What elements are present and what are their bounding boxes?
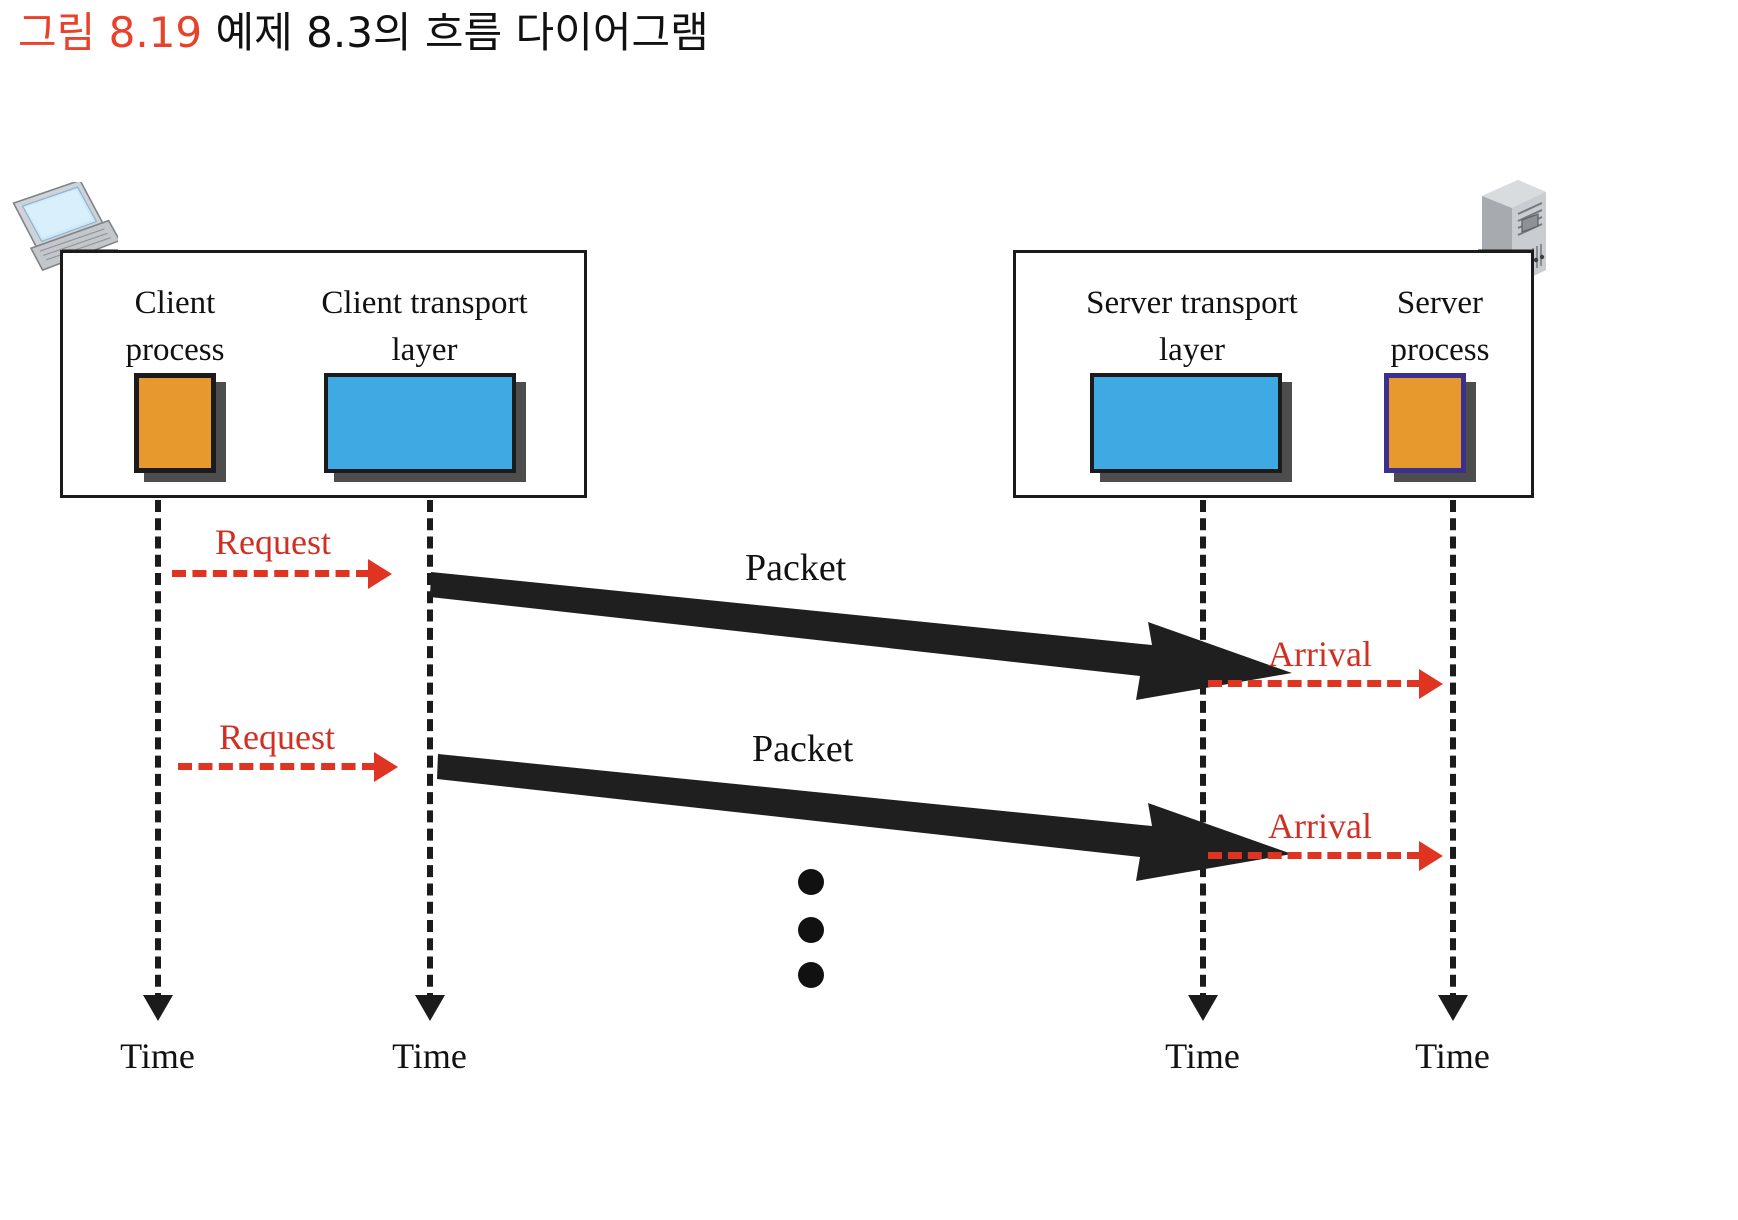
client-process-block [134, 373, 216, 473]
timeline-client-transport [427, 500, 433, 1005]
request-1-label: Request [215, 522, 331, 562]
ellipsis-dot-3 [798, 962, 824, 988]
page-title: 그림 8.19 예제 8.3의 흐름 다이어그램 [18, 8, 709, 58]
timeline-server-transport [1200, 500, 1206, 1005]
client-process-label: Client process [125, 285, 225, 368]
timeline-server-transport-arrow [1188, 995, 1218, 1021]
packet-1-label: Packet [745, 547, 847, 589]
laptop-icon [8, 179, 121, 282]
arrival-1-arrowhead [1419, 669, 1443, 699]
figure-number: 그림 8.19 [18, 8, 203, 57]
client-transport-block [324, 373, 516, 473]
time-label-server-transport: Time [1165, 1036, 1240, 1076]
arrival-2-dashed-line [1208, 852, 1421, 859]
figure-caption: 예제 8.3의 흐름 다이어그램 [202, 8, 709, 57]
time-label-client-transport: Time [392, 1036, 467, 1076]
client-transport-label: Client transport layer [321, 285, 528, 368]
arrival-1-dashed-line [1208, 680, 1421, 687]
arrival-2-label: Arrival [1268, 806, 1372, 846]
arrival-2-arrowhead [1419, 841, 1443, 871]
request-2-dashed-line [178, 763, 376, 770]
timeline-client-process [155, 500, 161, 1005]
arrival-1-label: Arrival [1268, 634, 1372, 674]
request-2-label: Request [219, 717, 335, 757]
request-1-arrowhead [368, 559, 392, 589]
timeline-client-process-arrow [143, 995, 173, 1021]
time-label-server-process: Time [1415, 1036, 1490, 1076]
request-1-dashed-line [172, 570, 370, 577]
timeline-client-transport-arrow [415, 995, 445, 1021]
packet-2-label: Packet [752, 728, 854, 770]
timeline-server-process [1450, 500, 1456, 1005]
server-transport-block [1090, 373, 1282, 473]
ellipsis-dot-1 [798, 869, 824, 895]
server-transport-label: Server transport layer [1086, 285, 1298, 368]
ellipsis-dot-2 [798, 917, 824, 943]
server-process-block [1384, 373, 1466, 473]
timeline-server-process-arrow [1438, 995, 1468, 1021]
time-label-client-process: Time [120, 1036, 195, 1076]
request-2-arrowhead [374, 752, 398, 782]
server-process-label: Server process [1390, 285, 1490, 368]
